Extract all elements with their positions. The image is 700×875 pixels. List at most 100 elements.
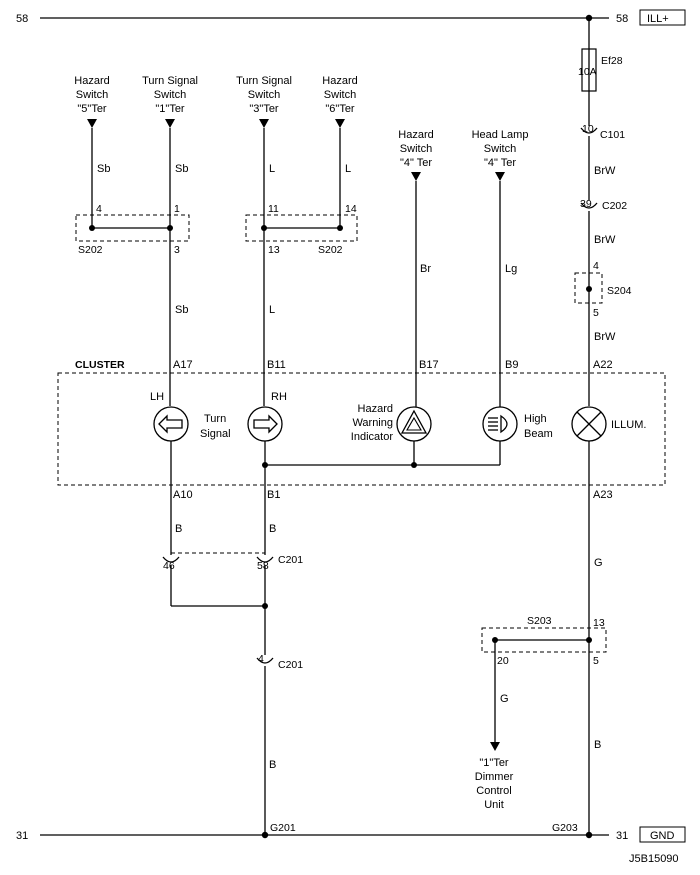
wire-color-l: L: [269, 163, 275, 175]
cluster-box: [57, 372, 666, 486]
splice-s202-left: [75, 214, 190, 242]
splice-name: S204: [607, 285, 632, 297]
source-label-line: Switch: [154, 89, 186, 101]
pin-label: 4: [258, 653, 264, 665]
dimmer-label-line: Dimmer: [475, 771, 514, 783]
gnd-box: [639, 826, 686, 843]
right-arrow-icon: [253, 414, 278, 434]
rail-bottom-right-label: 31: [616, 830, 628, 842]
junction-dot: [411, 462, 417, 468]
source-label-line: "6"Ter: [325, 103, 355, 115]
source-hazard-switch-4: Hazard Switch "4" Ter: [398, 129, 433, 169]
connector-label: C201: [278, 659, 303, 671]
source-label-line: "4" Ter: [484, 157, 516, 169]
connector-label: C201: [278, 554, 303, 566]
dimmer-label-line: "1"Ter: [479, 757, 509, 769]
connector-c201-arc-b: [256, 556, 274, 563]
pin-label: 10: [582, 123, 594, 135]
pin-label: 14: [345, 203, 357, 215]
pin-label: A22: [593, 359, 613, 371]
wire-color-sb: Sb: [175, 304, 188, 316]
terminal-arrow: [490, 742, 500, 751]
source-hazard-switch-6: Hazard Switch "6"Ter: [322, 75, 357, 115]
wire-color-lg: Lg: [505, 263, 517, 275]
gnd-label: GND: [650, 830, 675, 842]
pin-label: 46: [163, 560, 175, 572]
lh-label: LH: [150, 391, 164, 403]
connector-c201-lower-arc: [256, 657, 274, 664]
wire-color-sb: Sb: [175, 163, 188, 175]
splice-s203: [481, 627, 607, 653]
connector-c201-arc-a: [162, 556, 180, 563]
fuse-name: Ef28: [601, 55, 623, 67]
source-label-line: Switch: [76, 89, 108, 101]
wire-color-b: B: [269, 759, 276, 771]
terminal-arrow: [335, 119, 345, 128]
pin-label: 5: [593, 655, 599, 667]
connector-label: C101: [600, 129, 625, 141]
wire-color-b: B: [175, 523, 182, 535]
pin-label: 4: [96, 203, 102, 215]
terminal-arrow: [495, 172, 505, 181]
hazard-label: Warning: [352, 417, 393, 429]
terminal-arrow: [87, 119, 97, 128]
rail-top-left-label: 58: [16, 13, 28, 25]
connector-c101-arc: [580, 127, 598, 134]
terminal-arrow: [411, 172, 421, 181]
pin-label: B17: [419, 359, 439, 371]
pin-label: 58: [257, 560, 269, 572]
ground-label: G203: [552, 822, 578, 834]
lamp-cross-icon: [576, 411, 602, 437]
source-label-line: Turn Signal: [236, 75, 292, 87]
pin-label: 1: [174, 203, 180, 215]
wire-color-brw: BrW: [594, 234, 616, 246]
pin-label: A10: [173, 489, 193, 501]
source-label-line: Switch: [248, 89, 280, 101]
source-label-line: "5"Ter: [77, 103, 107, 115]
connector-label: C202: [602, 200, 627, 212]
wire-color-g: G: [594, 557, 603, 569]
hazard-label: Hazard: [358, 403, 393, 415]
hazard-triangle-icon: [400, 409, 428, 434]
wire-color-g: G: [500, 693, 509, 705]
wire-color-b: B: [594, 739, 601, 751]
pin-label: 13: [268, 244, 280, 256]
source-label-line: "1"Ter: [155, 103, 185, 115]
turn-signal-label: Turn: [204, 413, 226, 425]
splice-name: S202: [318, 244, 343, 256]
pin-label: B11: [267, 359, 286, 371]
high-beam-label: High: [524, 413, 547, 425]
pin-label: 4: [593, 260, 599, 272]
dimmer-label-line: Control: [476, 785, 511, 797]
pin-label: 5: [593, 307, 599, 319]
source-label-line: Head Lamp: [472, 129, 529, 141]
splice-name: S202: [78, 244, 103, 256]
pin-label: 13: [593, 617, 605, 629]
diagram-code: J5B15090: [629, 853, 679, 865]
left-arrow-icon: [158, 414, 183, 434]
terminal-arrow: [165, 119, 175, 128]
source-turn-signal-switch-3: Turn Signal Switch "3"Ter: [236, 75, 292, 115]
ill-plus-label: ILL+: [647, 13, 669, 25]
splice-name: S203: [527, 615, 552, 627]
source-turn-signal-switch-1: Turn Signal Switch "1"Ter: [142, 75, 198, 115]
wire-color-sb: Sb: [97, 163, 110, 175]
dimmer-control-unit-label: "1"Ter Dimmer Control Unit: [475, 757, 514, 811]
splice-s202-right: [245, 214, 358, 242]
high-beam-indicator: [482, 406, 518, 442]
rh-label: RH: [271, 391, 287, 403]
wire-color-brw: BrW: [594, 165, 616, 177]
pin-label: B1: [267, 489, 280, 501]
pin-label: 39: [580, 198, 592, 210]
cluster-title: CLUSTER: [75, 359, 125, 371]
rail-top-right-label: 58: [616, 13, 628, 25]
wire-color-l: L: [269, 304, 275, 316]
source-label-line: "4" Ter: [400, 157, 432, 169]
source-label-line: Switch: [484, 143, 516, 155]
source-head-lamp-switch-4: Head Lamp Switch "4" Ter: [472, 129, 529, 169]
pin-label: B9: [505, 359, 518, 371]
turn-signal-label: Signal: [200, 428, 231, 440]
pin-label: 20: [497, 655, 509, 667]
ground-g201-dot: [261, 831, 269, 839]
